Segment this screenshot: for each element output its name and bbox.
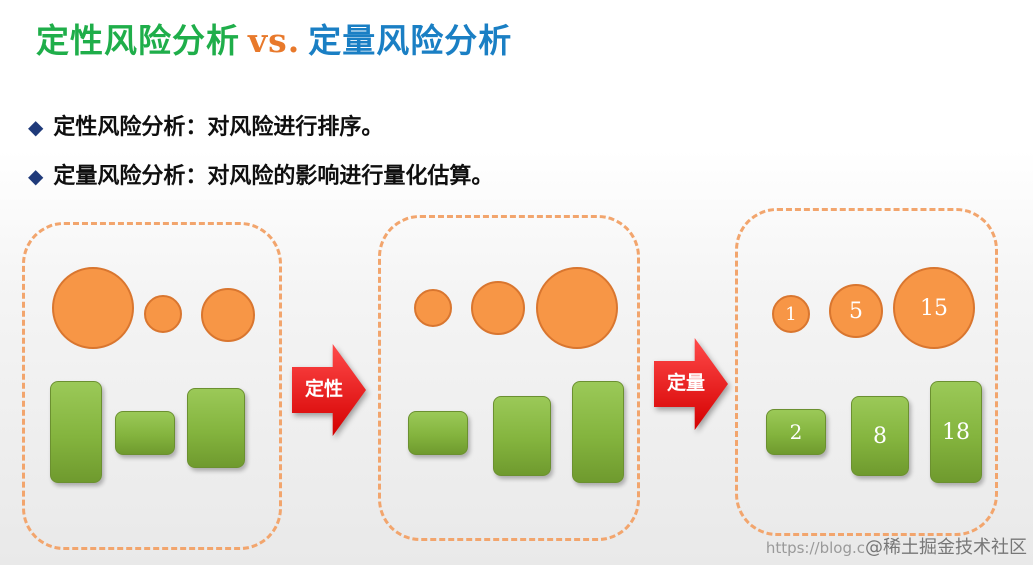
risk-bar-value: 18	[930, 381, 982, 483]
risk-circle	[414, 289, 452, 327]
risk-circle-value: 1	[772, 295, 810, 333]
risk-bar	[572, 381, 624, 483]
risk-circle	[471, 281, 525, 335]
arrow-label: 定性	[304, 378, 343, 400]
risk-circle	[52, 267, 134, 349]
title-quantitative: 定量风险分析	[308, 21, 513, 60]
risk-circle-value: 15	[893, 267, 975, 349]
panel-unsorted	[22, 222, 282, 550]
risk-bar-value: 2	[766, 409, 826, 455]
risk-circle	[201, 288, 255, 342]
risk-bar	[187, 388, 245, 468]
title-vs: vs.	[248, 21, 301, 60]
risk-bar	[115, 411, 175, 455]
risk-circle	[144, 295, 182, 333]
arrow-quantitative: 定量	[654, 338, 728, 430]
bullet-text: 定性风险分析：对风险进行排序。	[53, 115, 384, 140]
watermark-url: https://blog.c	[765, 539, 865, 557]
risk-bar-value: 8	[851, 396, 909, 476]
risk-bar	[50, 381, 102, 483]
panel-sorted	[378, 215, 640, 541]
title-qualitative: 定性风险分析	[36, 21, 240, 60]
risk-bar	[408, 411, 468, 455]
risk-circle	[536, 267, 618, 349]
arrow-label: 定量	[666, 372, 705, 394]
bullet-text: 定量风险分析：对风险的影响进行量化估算。	[53, 164, 494, 189]
watermark-brand: @稀土掘金技术社区	[865, 537, 1027, 558]
diamond-bullet-icon: ◆	[28, 164, 44, 188]
bullet-qualitative: ◆ 定性风险分析：对风险进行排序。	[28, 109, 383, 141]
risk-circle-value: 5	[829, 284, 883, 338]
bullet-quantitative: ◆ 定量风险分析：对风险的影响进行量化估算。	[28, 158, 493, 190]
panel-quantified: 1 5 15 2 8 18	[735, 208, 998, 536]
diamond-bullet-icon: ◆	[28, 115, 44, 139]
arrow-qualitative: 定性	[292, 344, 366, 436]
watermark: https://blog.c@稀土掘金技术社区	[766, 533, 1027, 559]
risk-bar	[493, 396, 551, 476]
